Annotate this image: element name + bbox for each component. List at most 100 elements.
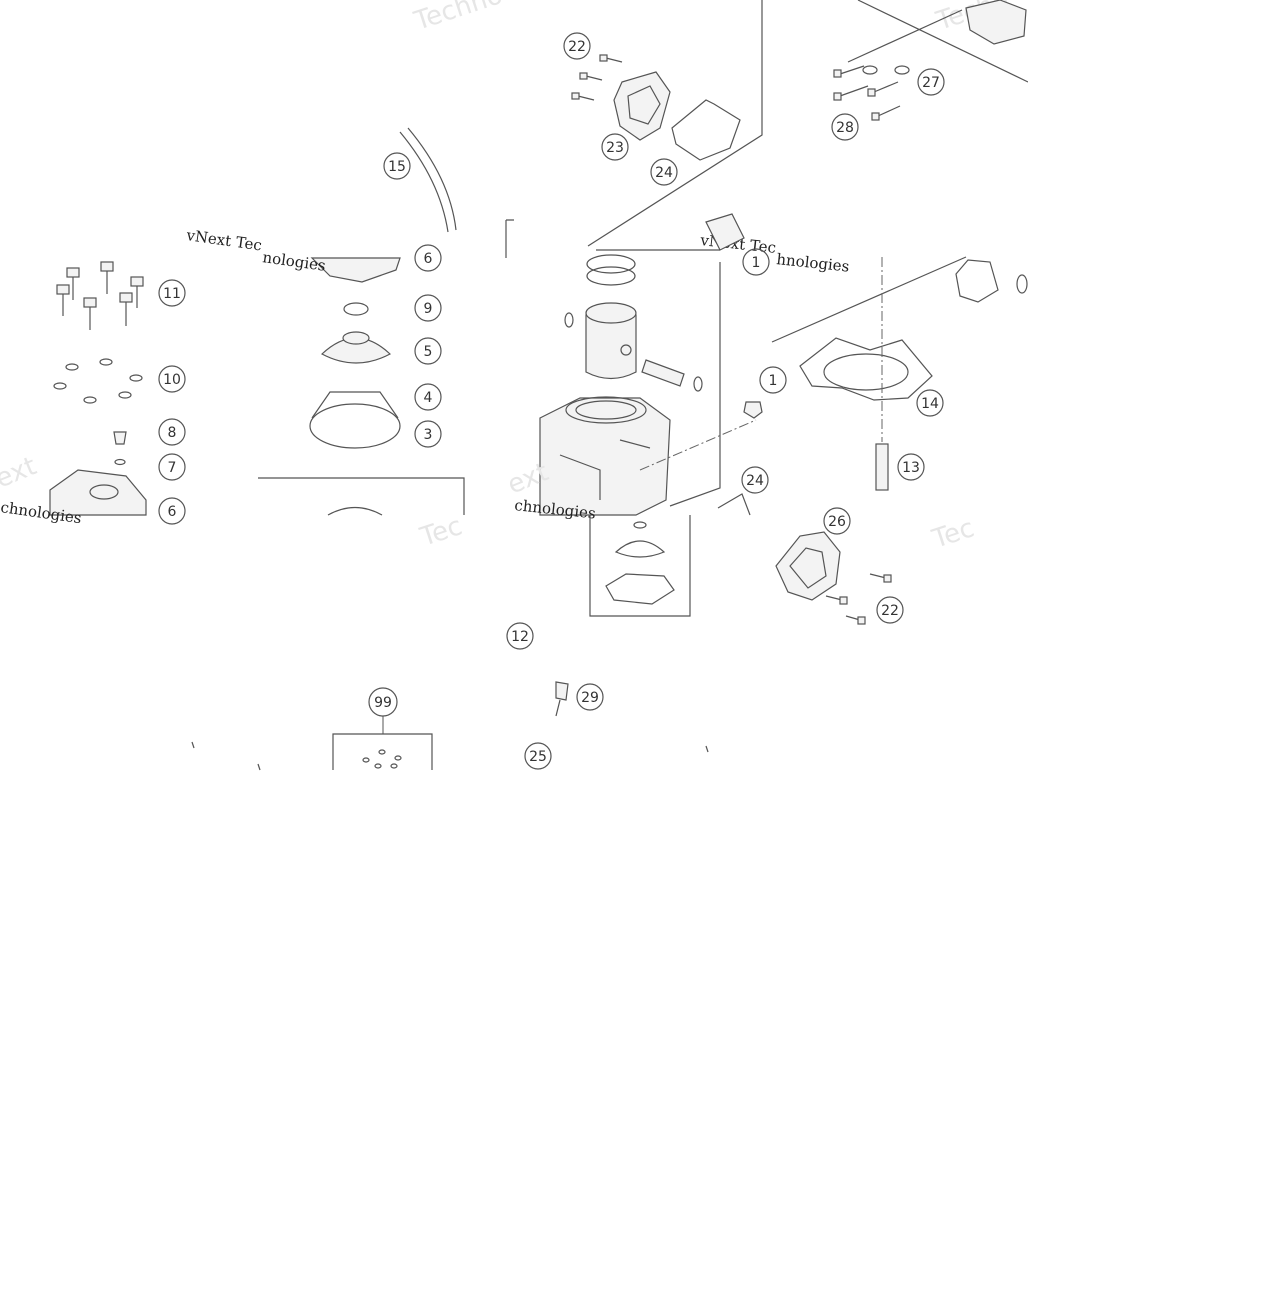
callout-99: 99: [368, 687, 398, 717]
o-ring-part: [311, 391, 399, 419]
piston-pin-hole: [620, 344, 632, 356]
callout-24: 24: [650, 158, 678, 186]
washer-set-10: [53, 358, 143, 404]
callout-3: 3: [414, 420, 442, 448]
seal-ring: [114, 458, 126, 466]
svg-text:1: 1: [752, 255, 761, 271]
tile-row3-middle: [555, 515, 709, 753]
svg-text:24: 24: [746, 473, 764, 489]
frame-line: [857, 0, 1029, 83]
center-line: [639, 419, 757, 471]
svg-text:9: 9: [424, 301, 433, 317]
svg-text:22: 22: [881, 603, 899, 619]
svg-text:4: 4: [424, 390, 433, 406]
svg-text:10: 10: [163, 372, 181, 388]
gasket-part: [955, 259, 999, 303]
svg-text:27: 27: [922, 75, 940, 91]
bolt-part: [833, 65, 910, 121]
gasket-part: [671, 99, 741, 161]
piston-part: [585, 314, 637, 380]
circlip-part: [564, 312, 574, 328]
head-port: [89, 484, 119, 500]
callout-26: 26: [823, 507, 851, 535]
dowel-part: [875, 443, 889, 491]
cylinder-bore-inner: [575, 400, 637, 420]
frame-line: [258, 477, 465, 515]
tile-row2-left: ext chnologies nologies: [0, 248, 465, 527]
callout-29: 29: [576, 683, 604, 711]
callout-6: 6: [414, 244, 442, 272]
sensor-part: [555, 681, 569, 701]
callout-22-lower: 22: [876, 596, 904, 624]
cylinder-part: [539, 397, 671, 516]
gasket-part: [605, 573, 675, 605]
plug-part: [113, 431, 127, 445]
svg-text:23: 23: [606, 140, 624, 156]
combustion-insert-part: [320, 337, 392, 364]
piston-ring-part: [586, 254, 636, 274]
cover-part: [775, 531, 841, 601]
callout-12: 12: [506, 622, 534, 650]
kit-contents: [362, 749, 402, 769]
bracket-part: [705, 213, 745, 251]
callout-10: 10: [158, 365, 186, 393]
circlip-part: [693, 376, 703, 392]
svg-text:29: 29: [581, 690, 599, 706]
callout-1-right: 1: [759, 366, 787, 394]
cover-detail: [789, 547, 827, 589]
svg-text:28: 28: [836, 120, 854, 136]
cylinder-detail: [559, 439, 651, 500]
box-part: [327, 506, 383, 516]
svg-text:1: 1: [769, 373, 778, 389]
svg-text:6: 6: [168, 504, 177, 520]
kit-box: [332, 733, 433, 770]
pump-cover-part: [965, 0, 1027, 45]
svg-text:12: 12: [511, 629, 529, 645]
svg-text:8: 8: [168, 425, 177, 441]
hose-part-edge: [407, 127, 457, 231]
piston-ring-part: [586, 266, 636, 286]
cylinder-bore: [565, 396, 647, 424]
callout-9: 9: [414, 294, 442, 322]
o-ring-large: [309, 403, 401, 449]
frame-tick: [705, 745, 709, 753]
frame-line: [771, 256, 967, 343]
cover-part: [613, 71, 671, 141]
callout-5: 5: [414, 337, 442, 365]
piston-pin-part: [641, 359, 685, 387]
sensor-probe: [555, 699, 561, 717]
svg-text:5: 5: [424, 344, 433, 360]
callout-6-lower: 6: [158, 497, 186, 525]
callout-15: 15: [383, 152, 411, 180]
svg-text:3: 3: [424, 427, 433, 443]
base-gasket-part: [799, 337, 933, 401]
svg-text:22: 22: [568, 39, 586, 55]
blank-region: [0, 771, 1285, 1285]
frame-line: [505, 219, 514, 258]
callout-24-lower: 24: [741, 466, 769, 494]
insert-center: [342, 331, 370, 345]
svg-text:14: 14: [921, 396, 939, 412]
svg-text:11: 11: [163, 286, 181, 302]
kit-box: [589, 515, 691, 617]
callout-25: 25: [524, 742, 552, 770]
tile-row3-right: Tec: [775, 513, 978, 625]
callout-23: 23: [601, 133, 629, 161]
piston-top: [585, 302, 637, 324]
callout-1: 1: [742, 248, 770, 276]
frame-tick: [257, 763, 261, 771]
frame-line: [587, 0, 763, 247]
bolt-part: [825, 573, 892, 625]
svg-text:99: 99: [374, 695, 392, 711]
svg-text:15: 15: [388, 159, 406, 175]
bolt-set-11: [56, 261, 144, 330]
callout-4: 4: [414, 383, 442, 411]
gasket-edge: [717, 493, 751, 516]
insert-part: [614, 540, 666, 558]
hose-part: [399, 131, 449, 233]
cylinder-head-top: [310, 257, 401, 283]
callouts: 22 23 24 27 28 15 11 6 9 5 4 3 10 8 7 6 …: [158, 32, 945, 770]
svg-text:26: 26: [828, 514, 846, 530]
